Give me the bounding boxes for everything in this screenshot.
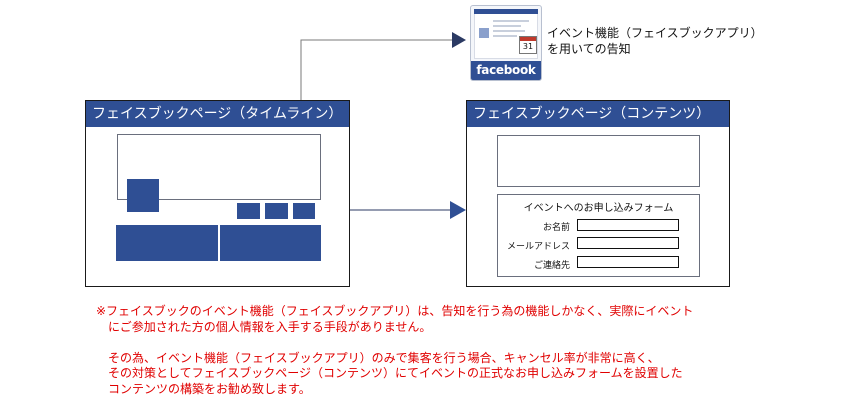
note-line-1: ※フェイスブックのイベント機能（フェイスブックアプリ）は、告知を行う為の機能しか… [96,304,694,318]
timeline-post-left [116,225,218,261]
contents-page-title: フェイスブックページ（コンテンツ） [467,101,729,127]
note-line-4: その対策としてフェイスブックページ（コンテンツ）にてイベントの正式なお申し込みフ… [108,366,683,380]
contact-field[interactable] [577,256,679,268]
facebook-caption-line2: を用いての告知 [547,42,631,56]
facebook-wordmark-bar: facebook [471,61,541,80]
timeline-page-title: フェイスブックページ（タイムライン） [86,101,349,127]
app-tab-1 [237,203,260,219]
email-field-label: メールアドレス [506,242,570,252]
calendar-date: 31 [522,42,534,51]
note-line-3: その為、イベント機能（フェイスブックアプリ）のみで集客を行う場合、キャンセル率が… [108,351,660,365]
name-field[interactable] [577,219,679,231]
app-tab-2 [265,203,288,219]
profile-picture-placeholder [127,179,159,212]
contact-field-label: ご連絡先 [533,261,570,271]
timeline-to-facebook-connector [300,39,452,100]
timeline-post-right [220,225,321,261]
event-application-form: イベントへのお申し込みフォーム お名前 メールアドレス ご連絡先 [497,194,700,277]
contents-page-panel: フェイスブックページ（コンテンツ） イベントへのお申し込みフォーム お名前 メー… [466,100,730,287]
app-tab-3 [293,203,315,219]
facebook-app-icon: 31 facebook [470,5,542,81]
calendar-icon: 31 [519,36,537,54]
facebook-caption-line1: イベント機能（フェイスブックアプリ） [547,26,763,40]
contents-image-placeholder [497,135,700,187]
email-field[interactable] [577,237,679,249]
timeline-page-panel: フェイスブックページ（タイムライン） [85,100,350,287]
name-field-label: お名前 [542,223,570,233]
note-line-2: にご参加された方の個人情報を入手する手段がありません。 [108,320,432,334]
contents-arrowhead [450,201,466,219]
form-title: イベントへのお申し込みフォーム [523,203,674,214]
note-line-5: コンテンツの構築をお勧め致します。 [108,382,311,396]
facebook-wordmark: facebook [476,63,536,77]
facebook-arrowhead [452,32,466,48]
